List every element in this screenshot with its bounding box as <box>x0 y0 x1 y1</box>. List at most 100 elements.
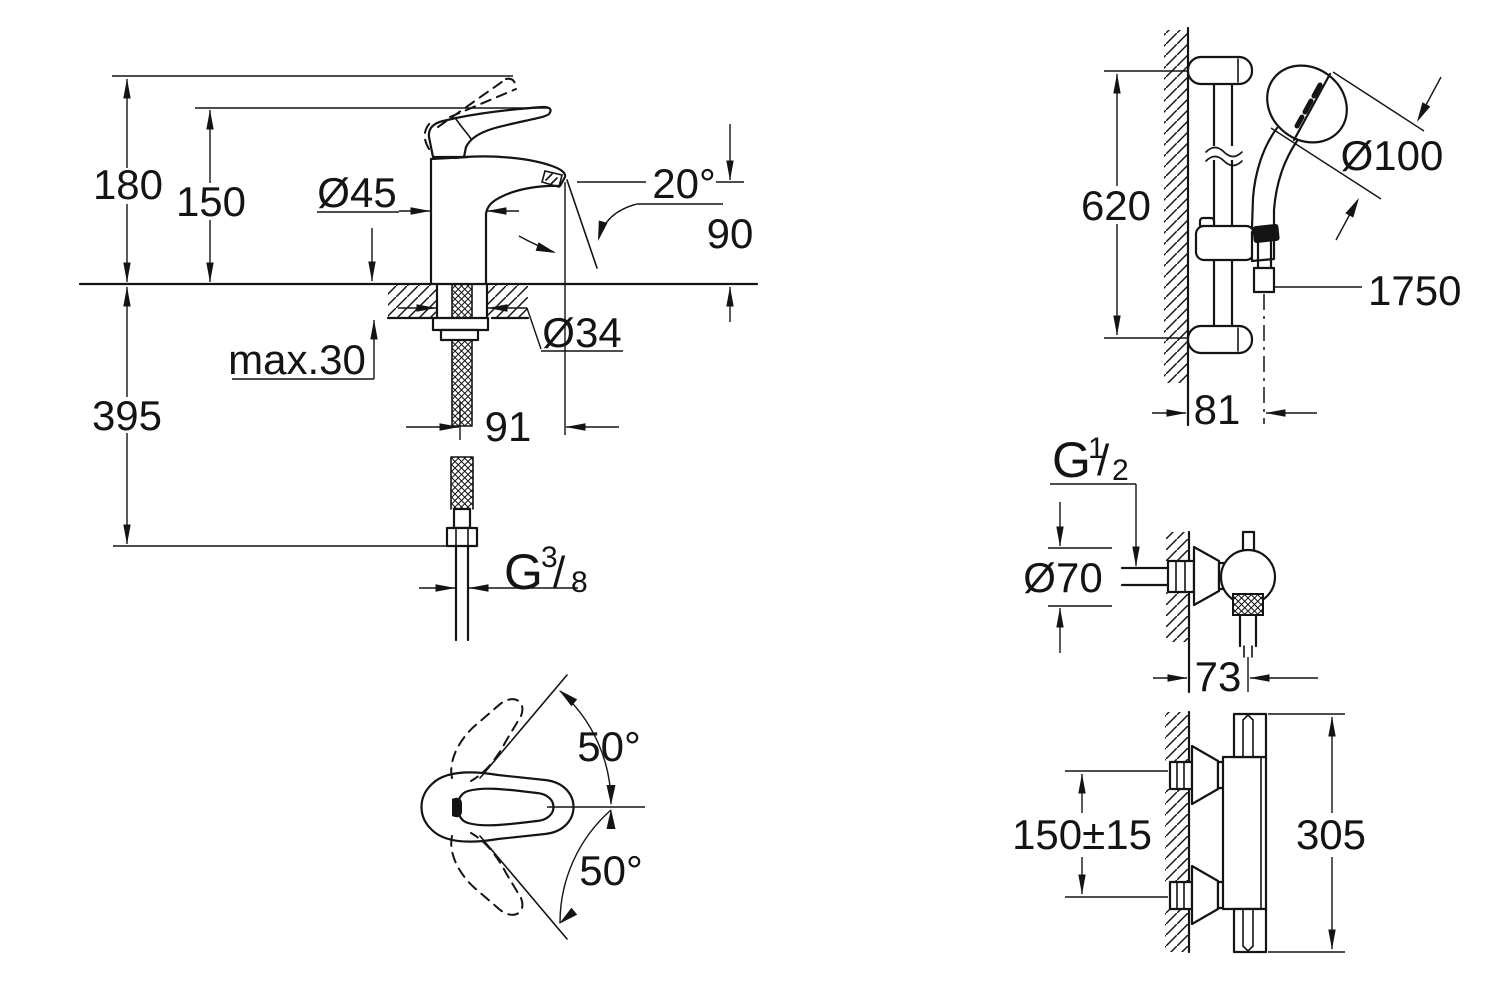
mounting-nut <box>431 316 490 332</box>
supply-pipe <box>1120 566 1172 587</box>
hose-tail-tube <box>454 544 470 642</box>
faucet-handle-crease <box>455 118 472 140</box>
hose-nut-facets <box>455 527 469 547</box>
rail-break-squiggle <box>1205 146 1243 167</box>
deck-hatch-left <box>388 285 437 317</box>
dim-150pm-label: 150±15 <box>1012 811 1152 858</box>
basin-mixer-dimensions: 180 150 395 Ø45 20° 90 Ø34 <box>92 78 754 600</box>
dim-73-label: 73 <box>1195 653 1242 700</box>
dim-100-arrowhead-lower <box>1345 195 1363 218</box>
dim-100-arrowhead-upper <box>1413 102 1431 125</box>
dim-70-ref-lines <box>1048 547 1112 607</box>
threaded-rod-lower <box>452 340 472 426</box>
thread-g12-denominator: 2 <box>1112 454 1129 487</box>
thread-g12-letter: G <box>1052 432 1091 488</box>
handle-pivot-mark <box>452 797 462 818</box>
swivel-line-upper <box>479 674 568 779</box>
valve-wall-hatch-lower <box>1166 591 1189 642</box>
basin-mixer-front-view <box>78 75 759 642</box>
dim-90-label: 90 <box>707 210 754 257</box>
flow-arc-arrowhead <box>535 242 558 258</box>
rail-bracket-bottom <box>1186 324 1254 355</box>
swivel-line-lower <box>479 835 568 940</box>
dim-395-label: 395 <box>92 392 162 439</box>
faucet-handle-raised-dashed <box>423 77 517 150</box>
spout-aerator <box>541 170 563 189</box>
flex-hose-braid <box>451 457 473 509</box>
thread-g38-slash: / <box>553 548 566 597</box>
handshower-face-line <box>1292 72 1332 142</box>
rail-slider <box>1194 224 1256 262</box>
union-nut-lower-facets <box>1176 881 1185 910</box>
thermostat-wall-hatch-1 <box>1165 712 1189 762</box>
escutcheon-lower <box>1190 864 1220 926</box>
dim-180-label: 180 <box>93 161 163 208</box>
escutcheon-upper <box>1190 744 1220 806</box>
union-nut-lower <box>1168 880 1194 911</box>
handle-ghost-upper <box>450 698 524 782</box>
thread-g12-numerator: 1 <box>1088 432 1105 465</box>
handle-ghost-lower <box>450 832 524 916</box>
union-nut <box>1166 559 1196 594</box>
dim-305-label: 305 <box>1296 811 1366 858</box>
handshower-handle <box>1250 126 1299 229</box>
thermostat-handle-bottom <box>1232 907 1268 954</box>
threaded-rod-upper <box>452 285 472 318</box>
dim-150-label: 150 <box>176 178 246 225</box>
hose-collar <box>452 507 472 530</box>
swivel-arrowhead-center-down <box>606 785 616 805</box>
handshower-nozzles <box>1294 82 1323 129</box>
thermostat-body <box>1221 755 1268 911</box>
union-nut-facets <box>1175 560 1186 593</box>
faucet-body-left <box>429 155 470 286</box>
dim-1750-label: 1750 <box>1368 267 1461 314</box>
flex-hose-edges <box>450 456 474 510</box>
shank-hole-edges <box>435 282 489 320</box>
shower-rail-set-view: Ø100 620 1750 81 <box>1081 26 1461 433</box>
dim-34-label: Ø34 <box>542 309 621 356</box>
dim-50deg-upper-label: 50° <box>577 723 641 770</box>
dim-34-leader <box>526 307 623 352</box>
angle-slanted-line <box>566 179 598 269</box>
thermostat-wall-hatch-2 <box>1165 789 1189 882</box>
dim-45-label: Ø45 <box>317 169 396 216</box>
angle-leader-arc <box>598 203 638 239</box>
dim-20deg-label: 20° <box>652 160 716 207</box>
dim-91-label: 91 <box>485 403 532 450</box>
thread-g38-numerator: 3 <box>541 541 558 574</box>
hose-nut <box>445 526 479 548</box>
rail-tube <box>1212 82 1234 328</box>
swivel-arrowhead-up <box>556 686 578 707</box>
faucet-handle <box>427 105 552 159</box>
shower-hose-end <box>1252 266 1276 294</box>
swivel-arc-lower <box>559 809 612 924</box>
knurl-nut <box>1232 593 1264 616</box>
handshower-conical-nut <box>1252 223 1280 244</box>
handle-rotation-top-view: 50° 50° <box>420 674 645 940</box>
dim-max30-label: max.30 <box>228 336 366 383</box>
faucet-spout <box>453 155 567 216</box>
dim-100-ext-lines <box>1270 71 1425 200</box>
thermostat-handle-top <box>1232 712 1268 759</box>
valve-wall-hatch-upper <box>1166 532 1189 561</box>
mounting-washer <box>439 328 480 342</box>
escutcheon-cone <box>1192 545 1221 607</box>
valve-outlet-tip <box>1243 645 1253 658</box>
swivel-arrowhead-down <box>556 907 578 928</box>
rail-bracket-top <box>1186 55 1254 86</box>
union-nut-upper-facets <box>1176 761 1185 790</box>
thread-g12-slash: / <box>1097 436 1110 485</box>
threaded-rod-upper-edges <box>451 284 473 319</box>
thread-g38-denominator: 8 <box>571 566 588 599</box>
dim-100-label: Ø100 <box>1341 132 1444 179</box>
wall-hatch <box>1164 30 1188 383</box>
dim-620-label: 620 <box>1081 182 1151 229</box>
dim-70-label: Ø70 <box>1023 554 1102 601</box>
dim-305-ext-lines <box>1268 713 1345 953</box>
thermostat-wall-hatch-3 <box>1165 909 1189 952</box>
handle-outline-inner <box>456 787 555 827</box>
handle-outline-outer <box>420 771 575 843</box>
thermostat-handle-top-grip <box>1242 713 1254 758</box>
